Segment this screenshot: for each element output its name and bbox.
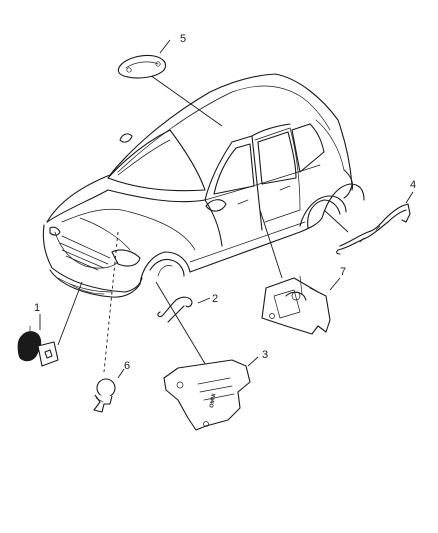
callout-2: 2 bbox=[212, 293, 218, 305]
callout-1: 1 bbox=[34, 302, 40, 314]
callout-3: 3 bbox=[262, 349, 268, 361]
wire-clip-icon bbox=[157, 296, 193, 323]
leader-1 bbox=[57, 281, 83, 346]
leader-5-label bbox=[159, 39, 171, 54]
callout-7: 7 bbox=[340, 266, 346, 278]
callout-5: 5 bbox=[180, 33, 186, 45]
plate-icon: OMNI bbox=[163, 359, 251, 431]
leader-lines bbox=[39, 39, 414, 379]
leader-7-label bbox=[329, 277, 341, 291]
antenna-cable-icon bbox=[336, 203, 411, 255]
leader-4 bbox=[323, 209, 349, 233]
callout-4: 4 bbox=[410, 179, 416, 191]
leader-6-label bbox=[117, 368, 125, 379]
dome-lamp-icon bbox=[117, 54, 167, 79]
leader-2 bbox=[197, 297, 211, 304]
key-fob-icon bbox=[17, 325, 59, 367]
callout-6: 6 bbox=[124, 360, 130, 372]
vehicle-outline bbox=[42, 73, 365, 298]
leader-3 bbox=[155, 281, 211, 373]
leader-6 bbox=[103, 231, 119, 373]
bulb-icon bbox=[93, 378, 116, 413]
plate-marking: OMNI bbox=[209, 393, 217, 409]
bracket-module-icon bbox=[261, 275, 331, 335]
leader-5 bbox=[149, 74, 223, 127]
leader-3-label bbox=[247, 356, 259, 367]
leader-4-label bbox=[405, 191, 414, 204]
leader-7 bbox=[259, 209, 283, 279]
